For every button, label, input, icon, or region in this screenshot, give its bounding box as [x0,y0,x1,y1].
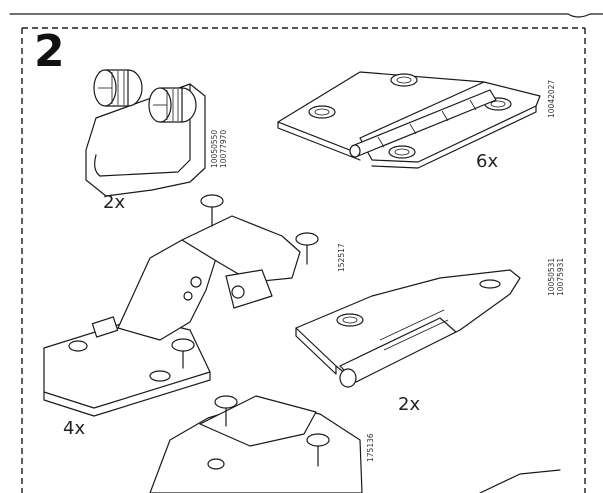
flat-hinge-drawing [277,71,541,169]
damper-drawing [295,269,521,388]
flat-hinge-quantity: 6x [476,151,499,172]
bottom-hinge-drawing [149,395,561,493]
bottom-hinge-code: 175136 [366,433,375,462]
damper-code: 10050531 10075931 [547,257,565,296]
cam-plate-code: 10050550 10077970 [210,129,228,168]
page-top-edge [9,13,603,18]
step-number: 2 [34,26,65,77]
cam-plate-quantity: 2x [103,192,126,213]
damper-quantity: 2x [398,394,421,415]
concealed-hinge-quantity: 4x [63,418,86,439]
flat-hinge-code: 10042027 [547,79,556,118]
cam-plate-drawing [85,69,206,197]
concealed-hinge-drawing [43,194,319,417]
concealed-hinge-code: 152517 [337,243,346,272]
